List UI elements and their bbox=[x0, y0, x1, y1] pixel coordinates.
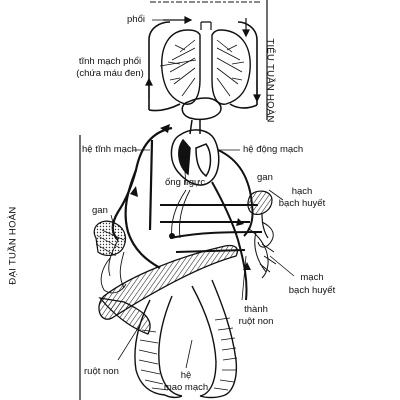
circulation-brackets bbox=[79, 0, 268, 400]
pulmonary-arrows bbox=[145, 16, 261, 103]
label-pulmonary-vein-note: (chứa máu đen) bbox=[76, 68, 144, 79]
liver-right-shape bbox=[247, 190, 273, 239]
intestine-villi bbox=[138, 317, 238, 391]
label-pulmonary-circulation: TIỂU TUẦN HOÀN bbox=[264, 38, 276, 123]
label-intestinal-wall: thành bbox=[244, 304, 268, 315]
label-intestinal-wall-2: ruột non bbox=[238, 316, 274, 327]
label-lymph-vessel-2: bạch huyết bbox=[288, 285, 336, 296]
label-lymph-vessel: mạch bbox=[300, 272, 324, 283]
lungs-shape bbox=[161, 21, 251, 105]
small-intestine-tubes bbox=[134, 279, 238, 399]
lymph-node-cluster bbox=[247, 221, 277, 279]
label-lymph-node: hạch bbox=[291, 186, 313, 197]
thoracic-duct bbox=[171, 189, 191, 239]
label-thoracic-duct: ống ngực bbox=[165, 177, 206, 188]
label-venous-system: hệ tĩnh mạch bbox=[82, 144, 137, 155]
label-capillary-system-2: mao mạch bbox=[163, 382, 209, 393]
label-pulmonary-vein: tĩnh mạch phổi bbox=[78, 56, 142, 67]
label-liver-left: gan bbox=[92, 205, 108, 216]
heart-shape bbox=[170, 97, 222, 186]
venous-arrows bbox=[130, 124, 170, 197]
liver-left-shape bbox=[93, 220, 127, 257]
label-systemic-circulation: ĐẠI TUẦN HOÀN bbox=[7, 206, 19, 285]
intestine-band bbox=[98, 244, 239, 335]
arterial-arrows bbox=[236, 218, 251, 270]
thoracic-duct-node bbox=[169, 233, 175, 239]
label-capillary-system: hệ bbox=[180, 370, 192, 381]
label-lungs: phổi bbox=[127, 14, 145, 25]
label-liver-right: gan bbox=[257, 172, 273, 183]
label-lymph-node-2: bạch huyết bbox=[278, 198, 326, 209]
pulmonary-circuit bbox=[148, 21, 258, 112]
label-small-intestine: ruột non bbox=[84, 366, 119, 377]
label-arterial-system: hệ động mạch bbox=[243, 144, 304, 155]
